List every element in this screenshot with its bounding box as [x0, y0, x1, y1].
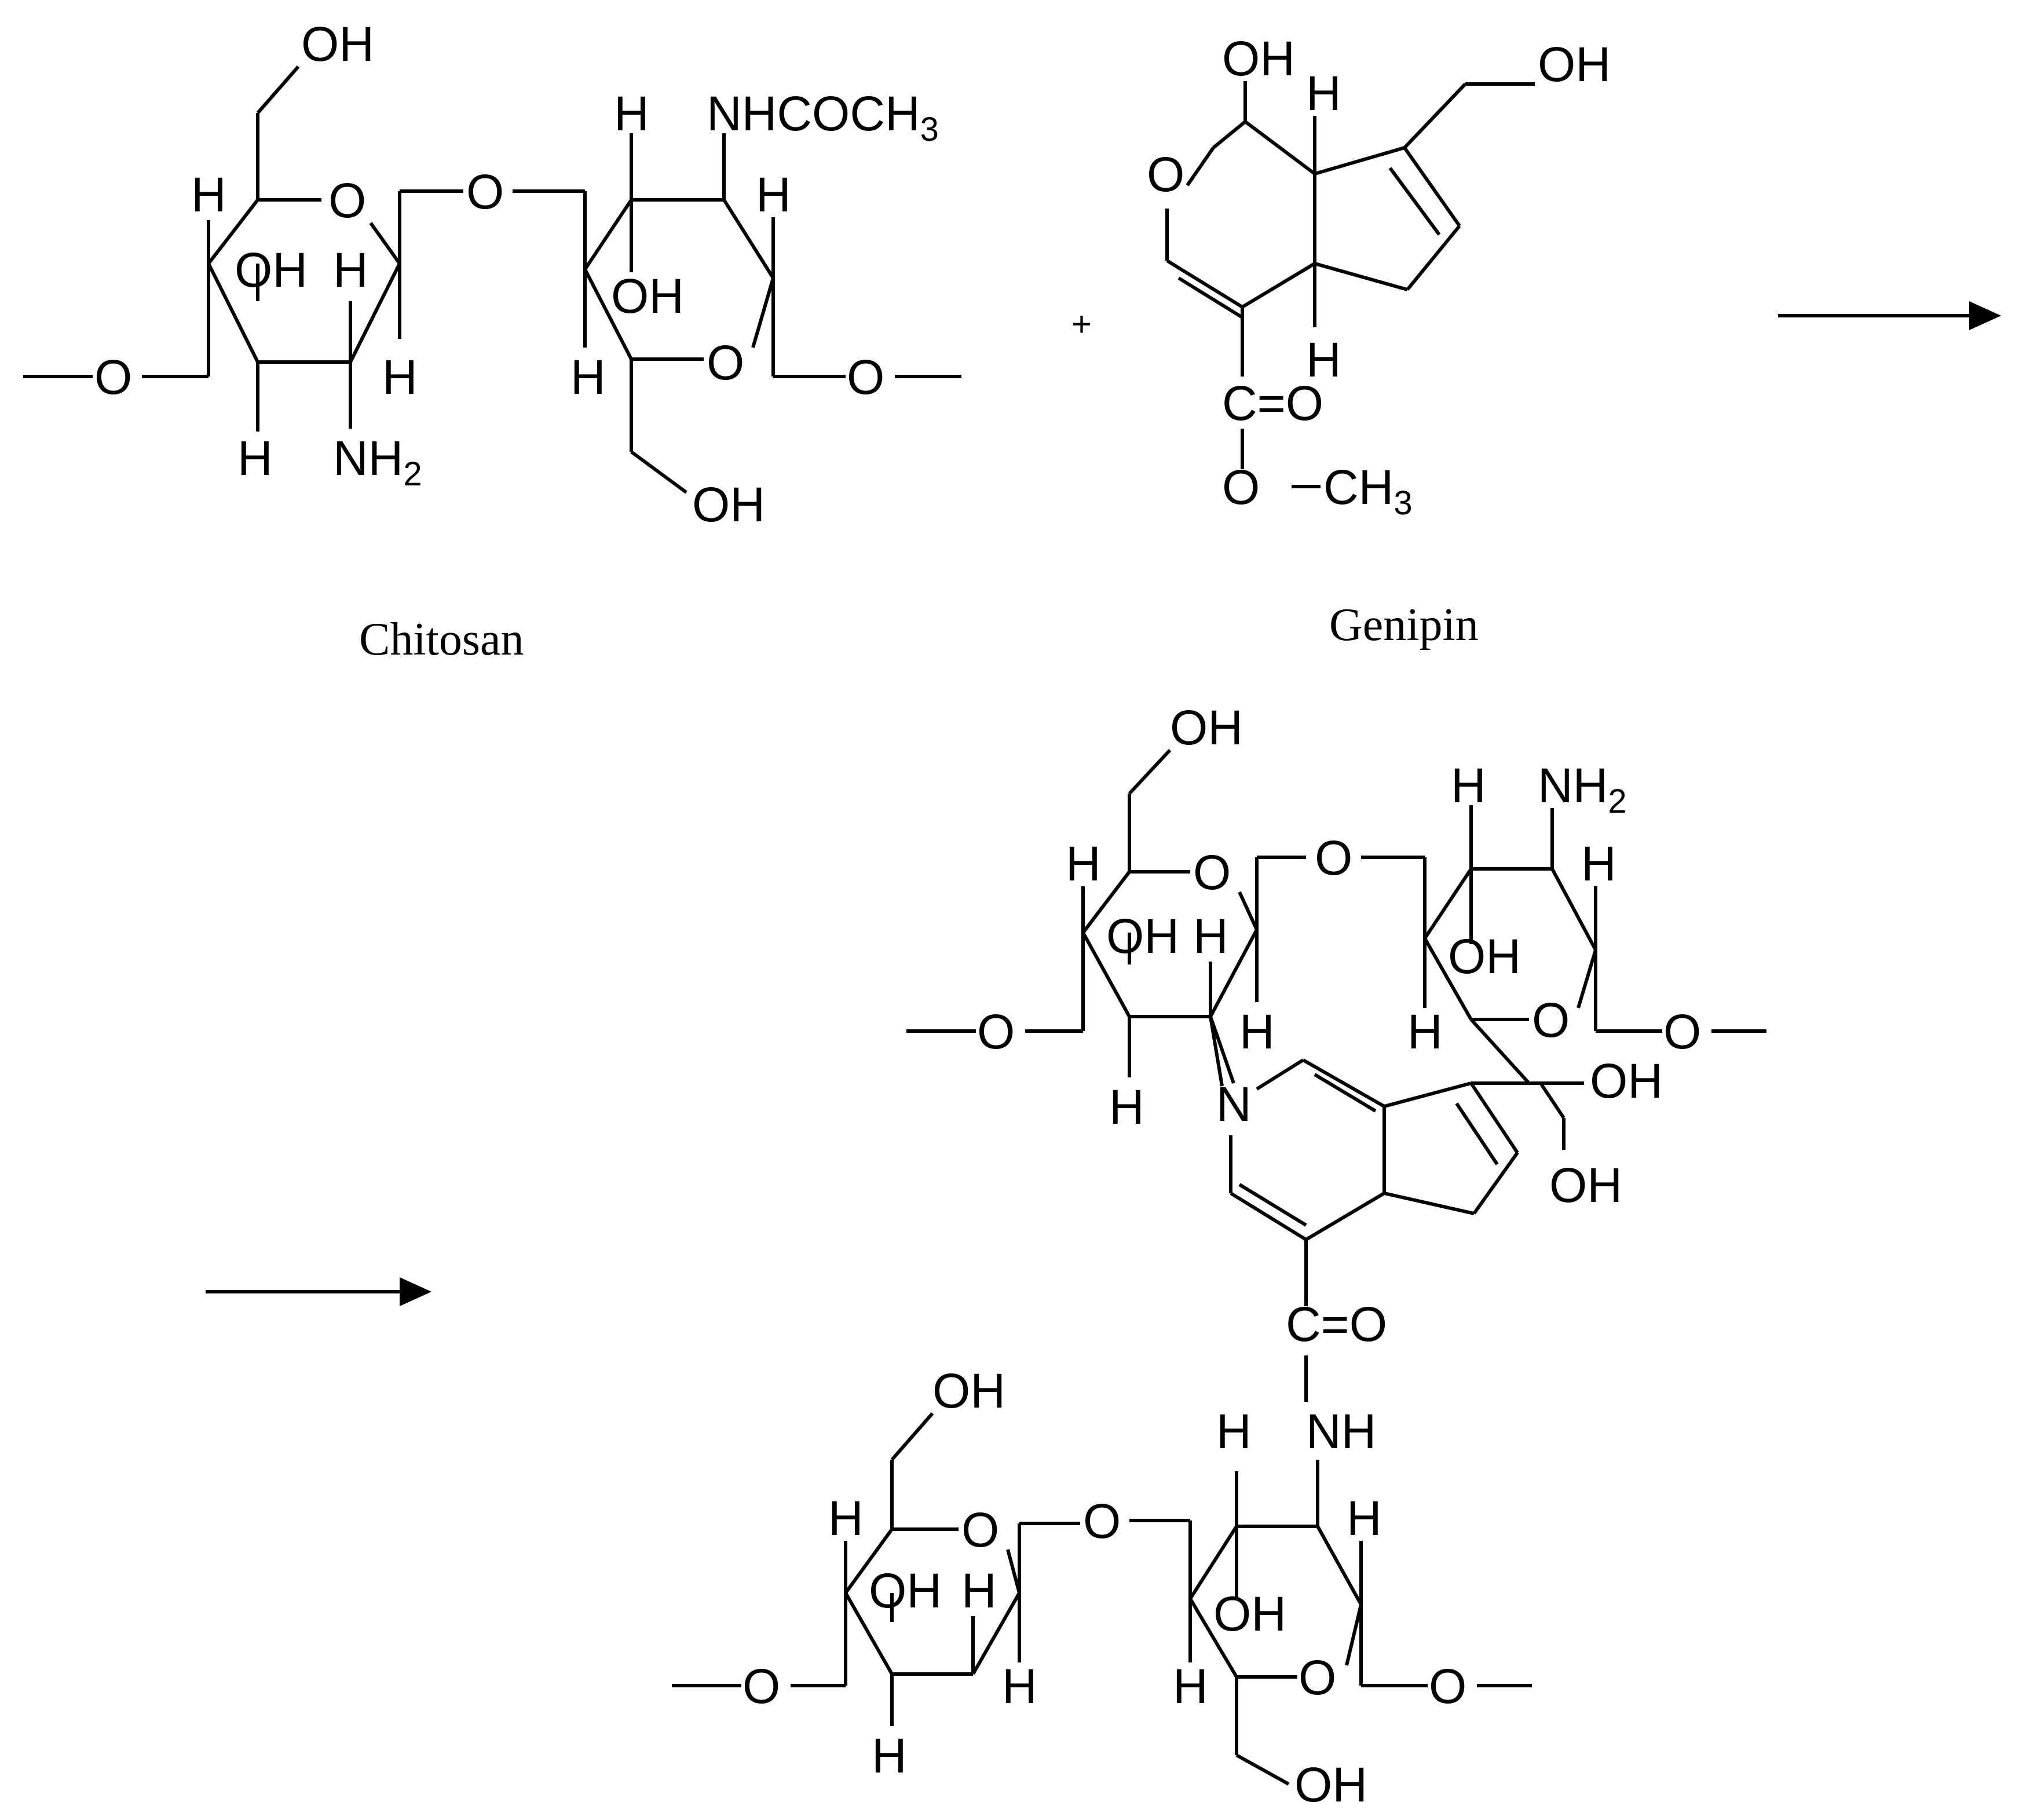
hydroxyl-label: OH — [1213, 1587, 1286, 1641]
ring-oxygen-label: O — [328, 173, 366, 228]
acetamido-label: NHCOCH3 — [707, 86, 939, 148]
hydrogen-label: H — [570, 350, 606, 404]
plus-sign: + — [1071, 305, 1092, 343]
genipin-name: Genipin — [1329, 600, 1479, 650]
hydroxyl-label: OH — [235, 243, 308, 297]
hydrogen-label: H — [1581, 836, 1616, 891]
hydroxyl-label: OH — [1294, 1757, 1367, 1812]
hydroxyl-label: OH — [611, 269, 684, 323]
hydrogen-label: H — [961, 1563, 997, 1618]
glycosidic-oxygen-label: O — [1083, 1494, 1121, 1548]
hydrogen-label: H — [756, 167, 791, 222]
hydroxyl-label: OH — [1590, 1054, 1663, 1108]
hydrogen-label: H — [1173, 1659, 1208, 1713]
hydrogen-label: H — [1066, 836, 1101, 891]
hydrogen-label: H — [191, 167, 226, 222]
chitosan-name: Chitosan — [359, 614, 524, 665]
ring-oxygen-label: O — [1193, 845, 1231, 900]
ring-oxygen-label: O — [1299, 1650, 1336, 1705]
hydrogen-label: H — [1306, 66, 1341, 120]
amine-label: NH2 — [333, 431, 422, 493]
methyl-label: CH3 — [1323, 460, 1413, 522]
bridge-oxygen-label: O — [743, 1659, 780, 1713]
hydrogen-label: H — [1347, 1491, 1382, 1545]
amide-carbonyl-label: C=O — [1286, 1297, 1387, 1351]
hydroxyl-label: OH — [692, 477, 765, 532]
hydroxyl-label: OH — [1222, 31, 1295, 86]
ring-oxygen-label: O — [961, 1503, 999, 1557]
ring-oxygen-label: O — [1147, 147, 1184, 202]
hydrogen-label: H — [872, 1728, 907, 1783]
hydroxyl-label: OH — [1538, 37, 1611, 92]
hydroxyl-label: OH — [301, 17, 374, 71]
glycosidic-oxygen-label: O — [1315, 831, 1352, 885]
carbonyl-label: C=O — [1222, 376, 1323, 430]
nitrogen-label: N — [1216, 1077, 1252, 1131]
hydroxyl-label: OH — [869, 1563, 942, 1618]
genipin-structure: O OH H OH H C=O O CH3 — [1147, 31, 1611, 522]
methoxy-label: O — [1222, 460, 1260, 514]
hydroxyl-label: OH — [1448, 929, 1521, 984]
bridge-oxygen-label: O — [94, 350, 132, 404]
hydrogen-label: H — [1216, 1404, 1252, 1459]
hydroxyl-label: OH — [1170, 700, 1243, 755]
amide-nitrogen-label: NH — [1306, 1404, 1376, 1459]
hydrogen-label: H — [1109, 1080, 1144, 1134]
hydrogen-label: H — [1193, 909, 1228, 963]
bridge-oxygen-label: O — [977, 1004, 1015, 1059]
chitosan-structure: O O OH OH H H H H NH2 O H NHCOCH3 H OH O — [23, 17, 961, 532]
bridge-oxygen-label: O — [1663, 1004, 1701, 1059]
reaction-arrow-top — [1778, 301, 2001, 330]
crosslinked-product: O O OH OH H H H H O H NH2 H OH O H O — [672, 700, 1766, 1812]
hydrogen-label: H — [614, 86, 649, 141]
hydrogen-label: H — [1002, 1659, 1037, 1713]
hydrogen-label: H — [382, 350, 418, 404]
ring-oxygen-label: O — [1532, 993, 1570, 1047]
hydroxyl-label: OH — [1549, 1158, 1622, 1212]
hydroxyl-label: OH — [1106, 909, 1179, 963]
hydrogen-label: H — [1306, 332, 1341, 387]
hydrogen-label: H — [1451, 758, 1486, 813]
glycosidic-oxygen-label: O — [466, 165, 504, 219]
ring-oxygen-label: O — [707, 335, 744, 390]
bridge-oxygen-label: O — [1429, 1659, 1466, 1713]
hydrogen-label: H — [828, 1491, 864, 1545]
reaction-arrow-bottom — [206, 1277, 431, 1306]
bridge-oxygen-label: O — [847, 350, 884, 404]
hydrogen-label: H — [1239, 1004, 1275, 1059]
hydroxyl-label: OH — [932, 1364, 1005, 1418]
hydrogen-label: H — [333, 243, 368, 297]
amine-label: NH2 — [1538, 758, 1627, 820]
hydrogen-label: H — [237, 431, 273, 485]
hydrogen-label: H — [1407, 1004, 1443, 1059]
